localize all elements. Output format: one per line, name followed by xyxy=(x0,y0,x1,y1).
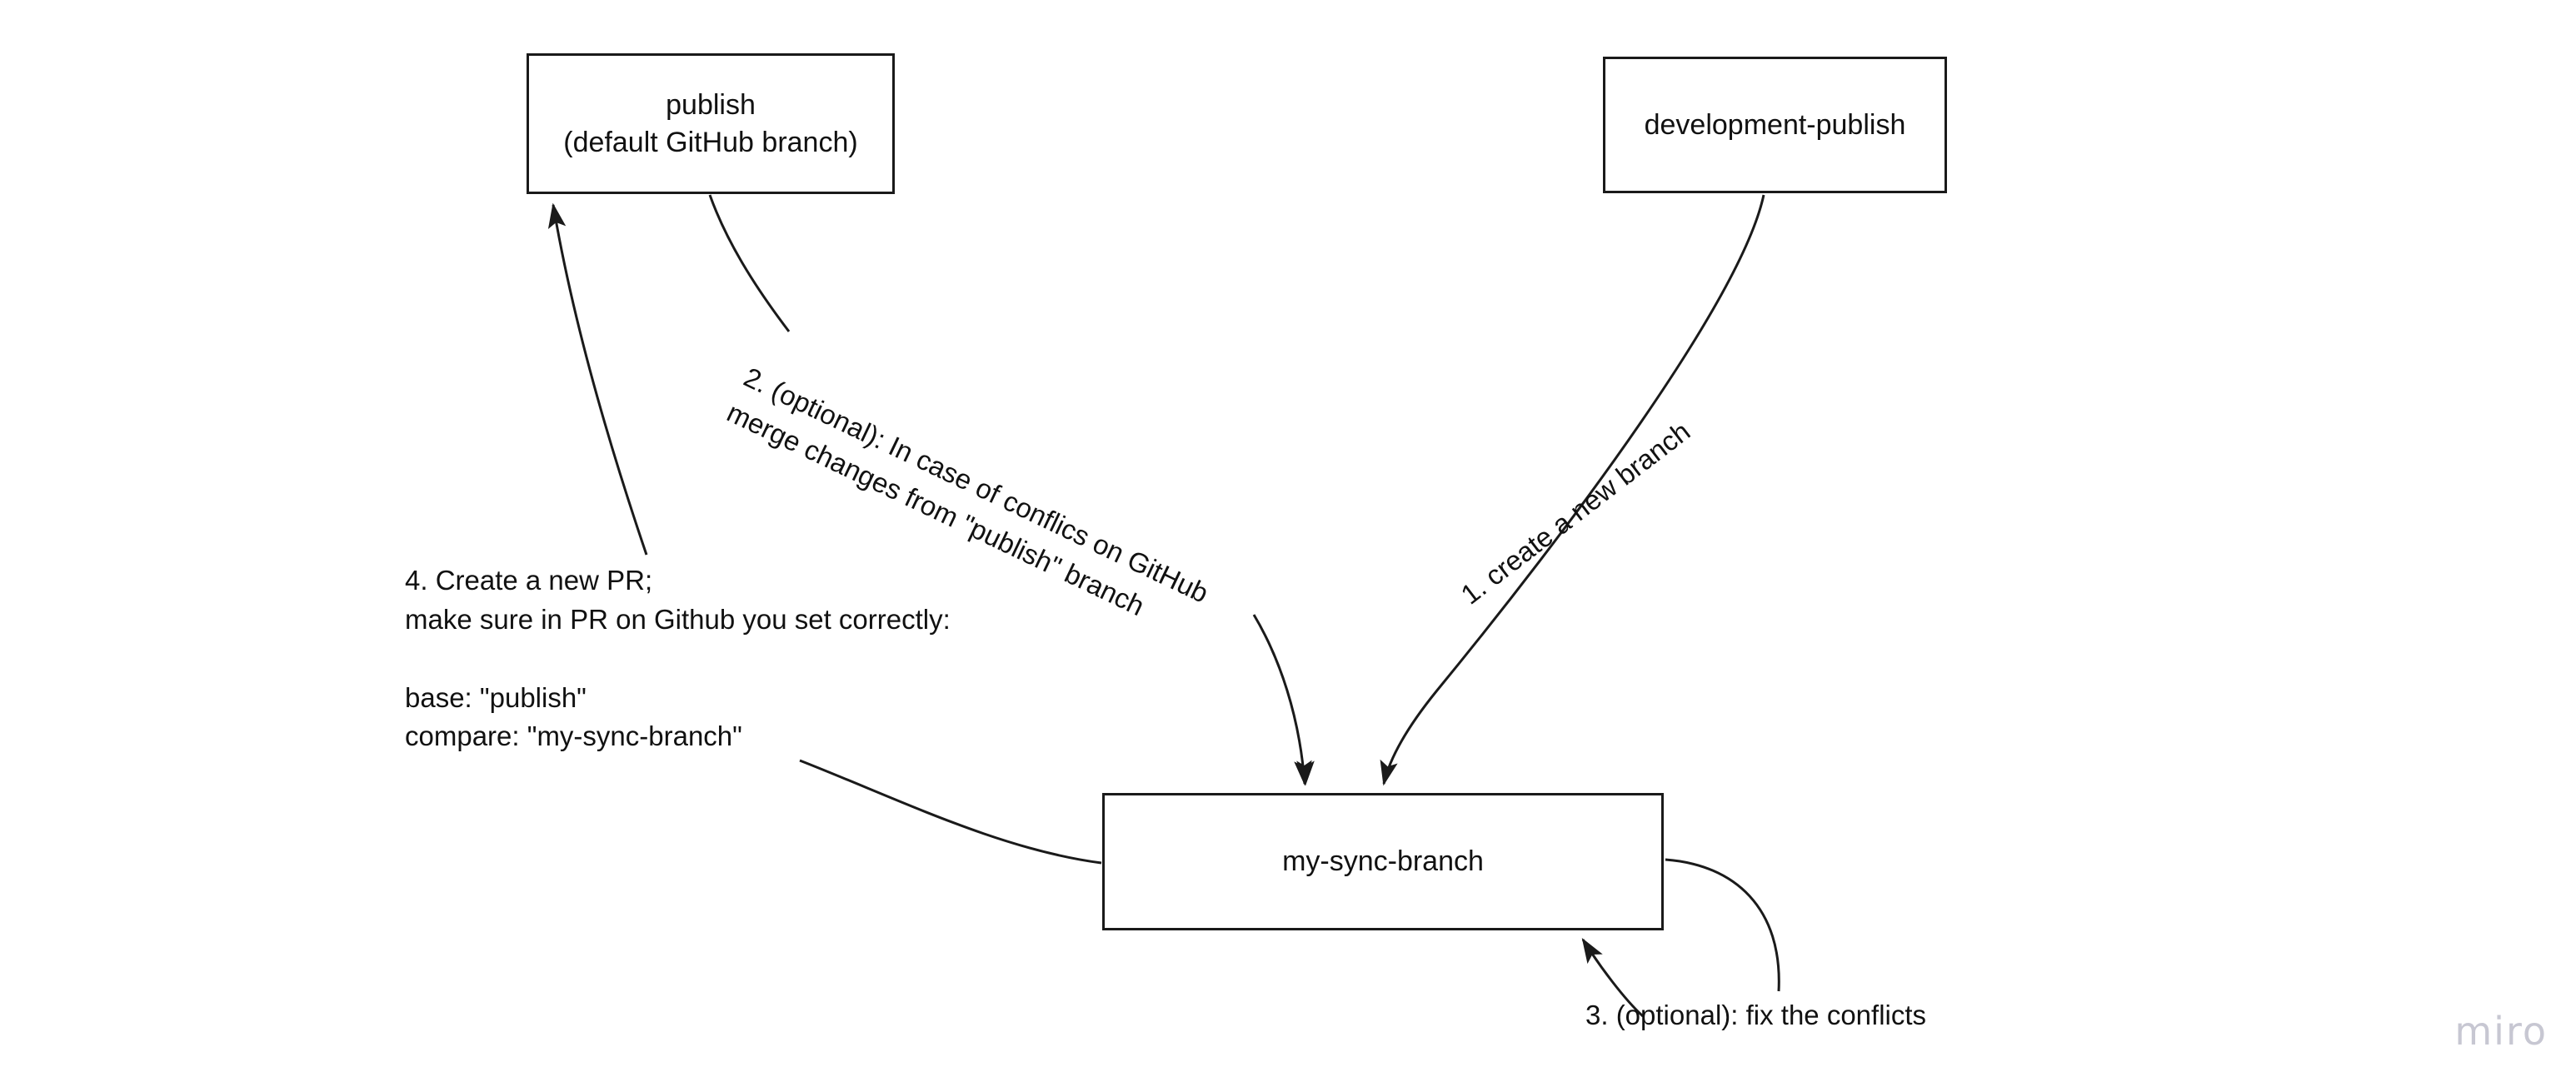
node-publish[interactable]: publish (default GitHub branch) xyxy=(527,53,895,194)
miro-watermark: miro xyxy=(2454,1009,2548,1054)
connector-merge-changes-tail xyxy=(1252,614,1312,786)
connector-create-pr xyxy=(799,759,1102,865)
connector-fix-conflicts-loop xyxy=(1665,858,1780,992)
edge-label-create-new-branch[interactable]: 1. create a new branch xyxy=(1455,415,1696,611)
node-development-publish[interactable]: development-publish xyxy=(1603,57,1947,193)
node-my-sync-branch[interactable]: my-sync-branch xyxy=(1102,793,1664,930)
connector-note-to-publish xyxy=(547,202,648,556)
edge-label-create-pr[interactable]: 4. Create a new PR; make sure in PR on G… xyxy=(405,565,951,752)
connector-merge-changes-head xyxy=(708,194,791,332)
edge-label-fix-conflicts[interactable]: 3. (optional): fix the conflicts xyxy=(1585,1000,1927,1030)
